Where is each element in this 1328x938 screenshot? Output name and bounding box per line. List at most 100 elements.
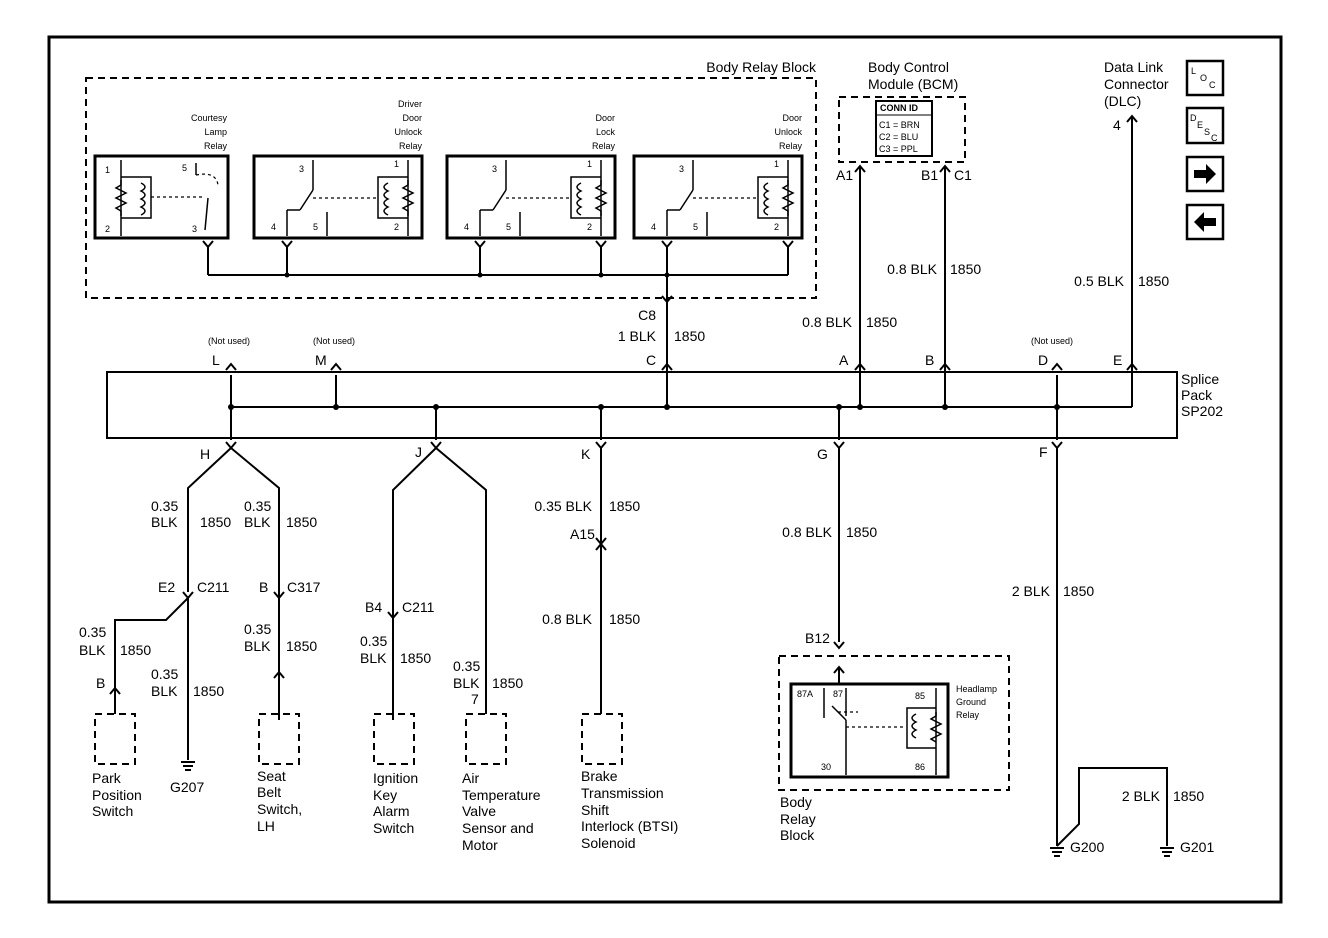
svg-text:BLK: BLK <box>453 675 480 691</box>
svg-text:5: 5 <box>313 222 318 232</box>
svg-text:2: 2 <box>587 222 592 232</box>
svg-text:Courtesy: Courtesy <box>191 113 228 123</box>
svg-text:G200: G200 <box>1070 839 1104 855</box>
svg-text:1850: 1850 <box>492 675 523 691</box>
svg-text:1850: 1850 <box>286 514 317 530</box>
svg-text:0.8 BLK: 0.8 BLK <box>782 524 832 540</box>
svg-text:5: 5 <box>506 222 511 232</box>
arrow-right-icon <box>1194 164 1216 184</box>
svg-text:C1 = BRN: C1 = BRN <box>879 120 920 130</box>
body-relay-block-lower-label: Body Relay Block <box>780 794 816 843</box>
svg-text:Relay: Relay <box>956 710 980 720</box>
driver-door-unlock-relay: Driver Door Unlock Relay 3 1 4 5 2 <box>252 99 424 240</box>
svg-text:1850: 1850 <box>866 314 897 330</box>
svg-text:5: 5 <box>182 163 187 173</box>
svg-text:2: 2 <box>774 222 779 232</box>
svg-text:C317: C317 <box>287 579 321 595</box>
svg-text:0.35: 0.35 <box>151 498 178 514</box>
svg-text:4: 4 <box>1113 117 1121 133</box>
svg-text:Solenoid: Solenoid <box>581 835 636 851</box>
svg-text:A: A <box>839 352 849 368</box>
svg-text:2: 2 <box>394 222 399 232</box>
svg-text:Ground: Ground <box>956 697 986 707</box>
previous-page-button[interactable] <box>1185 203 1225 241</box>
svg-text:4: 4 <box>464 222 469 232</box>
svg-text:4: 4 <box>651 222 656 232</box>
svg-text:A15: A15 <box>570 526 595 542</box>
svg-text:G207: G207 <box>170 779 204 795</box>
svg-text:BLK: BLK <box>151 514 178 530</box>
body-relay-block-title: Body Relay Block <box>706 59 817 75</box>
ground-g200-icon <box>1050 847 1064 857</box>
svg-text:1850: 1850 <box>193 683 224 699</box>
svg-text:1850: 1850 <box>609 611 640 627</box>
svg-text:Body: Body <box>780 794 812 810</box>
svg-text:(Not used): (Not used) <box>313 336 355 346</box>
svg-text:1: 1 <box>105 165 110 175</box>
svg-text:B4: B4 <box>365 599 382 615</box>
svg-text:3: 3 <box>299 164 304 174</box>
btsi-solenoid: Brake Transmission Shift Interlock (BTSI… <box>581 713 678 851</box>
svg-text:C211: C211 <box>197 579 230 595</box>
svg-text:Door: Door <box>595 113 615 123</box>
svg-text:Headlamp: Headlamp <box>956 684 997 694</box>
svg-text:7: 7 <box>471 691 479 707</box>
svg-text:0.35: 0.35 <box>360 633 387 649</box>
next-page-button[interactable] <box>1185 155 1225 193</box>
ground-g207-icon <box>181 761 195 771</box>
svg-text:1850: 1850 <box>120 642 151 658</box>
svg-text:0.35: 0.35 <box>453 658 480 674</box>
svg-text:1850: 1850 <box>674 328 705 344</box>
svg-text:Shift: Shift <box>581 802 609 818</box>
svg-text:Door: Door <box>782 113 802 123</box>
svg-text:Block: Block <box>780 827 815 843</box>
svg-text:B: B <box>925 352 934 368</box>
svg-text:BLK: BLK <box>360 650 387 666</box>
svg-text:0.35: 0.35 <box>151 666 178 682</box>
svg-text:Relay: Relay <box>780 811 816 827</box>
svg-text:1850: 1850 <box>1173 788 1204 804</box>
svg-text:0.8 BLK: 0.8 BLK <box>887 261 937 277</box>
svg-text:C3 = PPL: C3 = PPL <box>879 144 918 154</box>
svg-text:L: L <box>1191 66 1196 76</box>
svg-text:C: C <box>1209 80 1216 90</box>
svg-text:F: F <box>1039 444 1048 460</box>
data-link-connector: Data Link Connector (DLC) 4 0.5 BLK 1850 <box>1074 59 1169 406</box>
svg-text:3: 3 <box>192 224 197 234</box>
svg-text:B: B <box>259 579 268 595</box>
svg-text:Park: Park <box>92 770 122 786</box>
svg-text:30: 30 <box>821 762 831 772</box>
svg-text:Key: Key <box>373 787 397 803</box>
svg-text:2 BLK: 2 BLK <box>1122 788 1161 804</box>
svg-text:Brake: Brake <box>581 768 618 784</box>
branch-f: 2 BLK 1850 2 BLK 1850 G200 G201 <box>1012 448 1214 857</box>
svg-text:Body Control: Body Control <box>868 59 949 75</box>
svg-text:BLK: BLK <box>244 514 271 530</box>
branch-h: 0.35 BLK 1850 E2 C211 0.35 BLK 1850 B 0.… <box>79 447 321 795</box>
svg-text:Switch,: Switch, <box>257 801 302 817</box>
svg-text:85: 85 <box>915 691 925 701</box>
svg-text:0.5 BLK: 0.5 BLK <box>1074 273 1124 289</box>
svg-text:0.8 BLK: 0.8 BLK <box>802 314 852 330</box>
description-button[interactable]: D E S C <box>1185 106 1225 145</box>
svg-text:B1: B1 <box>921 167 938 183</box>
svg-text:Seat: Seat <box>257 768 286 784</box>
location-button[interactable]: L O C <box>1185 59 1225 97</box>
svg-text:S: S <box>1204 127 1210 137</box>
courtesy-lamp-relay: Courtesy Lamp Relay 1 5 2 3 <box>93 113 230 240</box>
svg-text:E2: E2 <box>158 579 175 595</box>
svg-text:1850: 1850 <box>609 498 640 514</box>
svg-text:1850: 1850 <box>200 514 231 530</box>
svg-text:BLK: BLK <box>151 683 178 699</box>
svg-text:Air: Air <box>462 770 479 786</box>
svg-text:CONN ID: CONN ID <box>880 103 919 113</box>
air-temperature-valve: Air Temperature Valve Sensor and Motor <box>462 713 541 853</box>
svg-text:J: J <box>415 444 422 460</box>
svg-text:3: 3 <box>679 164 684 174</box>
body-relay-block: Body Relay Block Courtesy Lamp Relay 1 5… <box>85 59 817 370</box>
svg-text:Data Link: Data Link <box>1104 59 1164 75</box>
svg-text:Switch: Switch <box>373 820 414 836</box>
svg-text:Relay: Relay <box>779 141 803 151</box>
svg-text:Driver: Driver <box>398 99 422 109</box>
